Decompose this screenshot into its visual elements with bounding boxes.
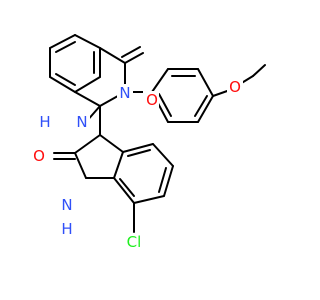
molecule-drawing: O N N H O N H O Cl [31,34,266,251]
bond [74,152,87,179]
bond [74,134,101,154]
bond [151,68,169,93]
atom-label-layer: O N N H O N H O Cl [31,78,243,251]
bond [113,177,135,204]
bond [197,68,214,97]
label-mask [59,196,75,214]
bond [99,47,126,64]
nitrogen-atom-label: N [61,196,72,214]
label-mask [31,147,47,165]
bond-layer [49,34,266,233]
bond [55,41,76,53]
bond [158,167,167,193]
bond [197,95,214,123]
chlorine-atom-label: Cl [127,233,142,251]
bond [158,93,172,117]
label-mask [74,113,90,131]
bond [194,95,208,117]
oxygen-atom-label: O [33,147,45,165]
label-mask [143,91,159,109]
oxygen-atom-label: O [229,78,241,96]
label-mask [121,233,147,251]
bond [152,143,174,167]
bond [74,34,101,49]
bond [74,76,101,93]
bond [74,91,101,107]
bond [99,134,124,153]
bond [124,52,144,64]
hydrogen-atom-label: H [39,113,50,131]
bond [121,46,141,58]
bond [119,178,135,197]
bond [133,195,165,204]
label-mask [117,84,133,102]
bond [163,165,174,197]
bond [113,151,124,179]
bond [49,34,76,49]
nitrogen-atom-label: N [119,84,130,102]
bond [127,149,151,157]
bond [49,76,76,93]
bond [122,143,154,153]
nitrogen-atom-label: N [76,113,87,131]
hydrogen-atom-label: H [61,220,72,238]
bond [55,73,76,86]
structure-canvas: O N N H O N H O Cl [31,34,266,251]
bond [252,64,266,77]
label-mask [227,78,243,96]
oxygen-atom-label: O [146,91,158,109]
